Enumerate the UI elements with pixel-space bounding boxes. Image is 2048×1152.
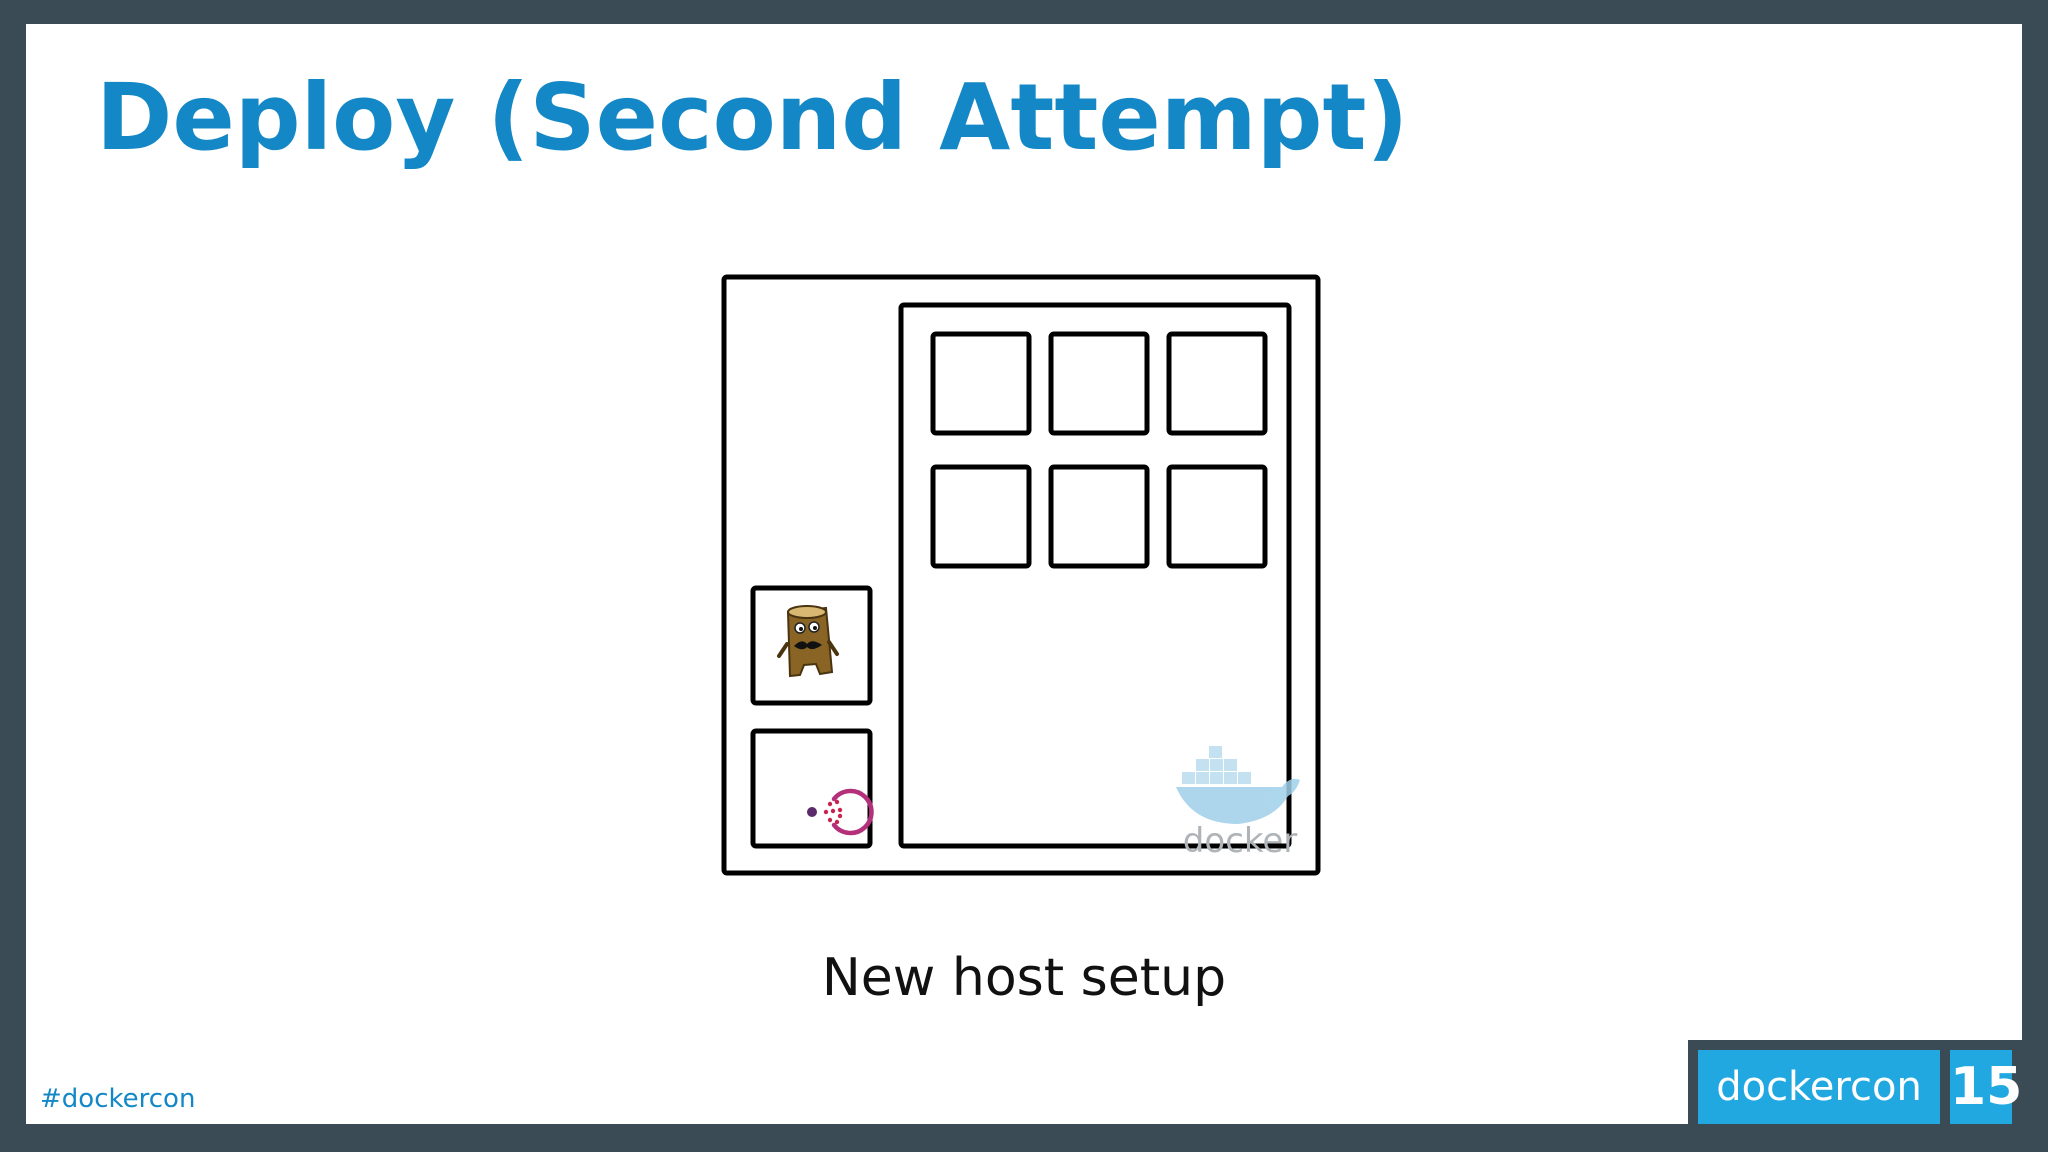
container-slot (1048, 331, 1150, 436)
docker-engine-box (898, 302, 1292, 849)
logging-agent-box (750, 585, 873, 706)
consul-box (750, 728, 873, 849)
docker-whale-icon (1176, 746, 1300, 824)
log-mascot-icon (777, 605, 839, 678)
badge-event-name: dockercon (1698, 1050, 1940, 1124)
container-slot (1166, 464, 1268, 569)
badge-event-year: 15 (1950, 1050, 2022, 1124)
container-slot (930, 331, 1032, 436)
host-diagram: docker (721, 274, 1321, 876)
host-box (721, 274, 1321, 876)
dockercon-badge: dockercon 15 (1688, 1040, 2022, 1124)
container-slot (930, 464, 1032, 569)
consul-icon (807, 788, 874, 836)
hashtag: #dockercon (40, 1084, 196, 1114)
slide: Deploy (Second Attempt) (26, 24, 2022, 1124)
container-slot (1166, 331, 1268, 436)
container-slot (1048, 464, 1150, 569)
slide-caption: New host setup (821, 948, 1227, 1008)
docker-logo-text: docker (1183, 821, 1297, 861)
slide-title: Deploy (Second Attempt) (96, 64, 1409, 171)
